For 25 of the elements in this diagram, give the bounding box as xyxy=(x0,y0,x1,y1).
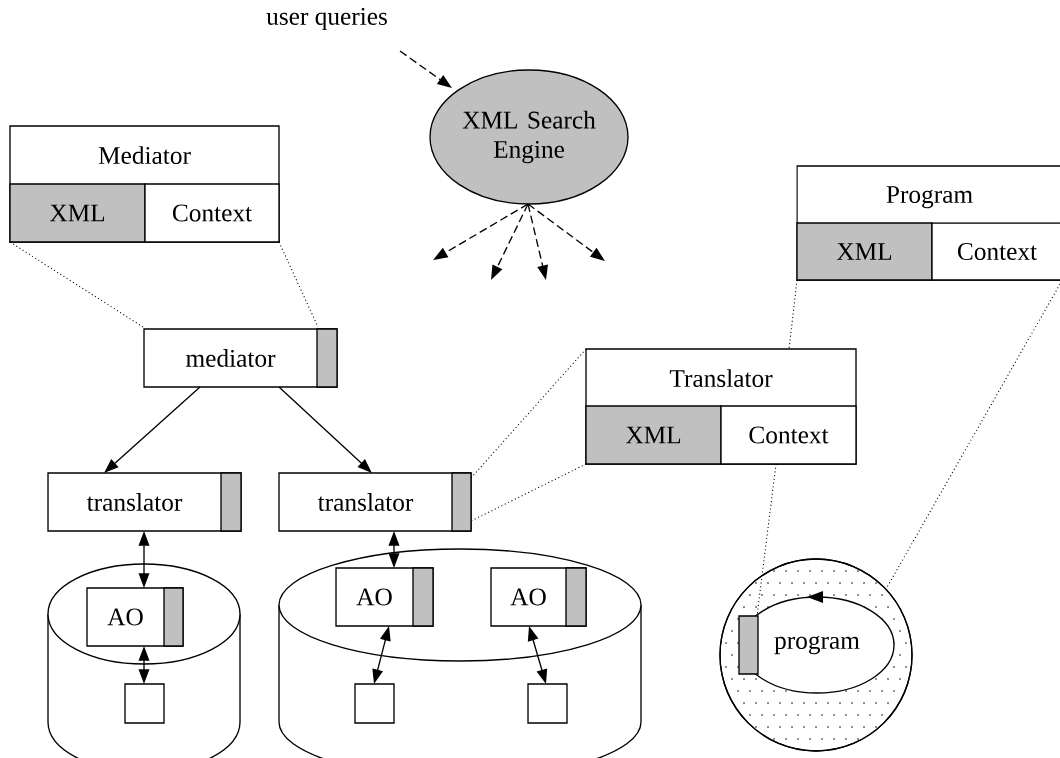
data-square xyxy=(527,683,568,724)
arrow xyxy=(104,386,201,473)
leader-line xyxy=(885,283,1060,590)
card-cell: Context xyxy=(144,183,280,243)
text-label: user queries xyxy=(266,7,387,31)
dashed-arrow xyxy=(399,50,452,88)
card-cell: XML xyxy=(585,405,722,465)
program-oval: program xyxy=(738,591,895,694)
component-box: AO xyxy=(335,567,434,627)
component-box: AO xyxy=(490,567,587,627)
data-square xyxy=(124,683,165,724)
card-cell: XML xyxy=(9,183,146,243)
leader-line xyxy=(9,241,144,328)
component-box: mediator xyxy=(143,328,338,388)
component-box: translator xyxy=(278,472,472,532)
dashed-arrow xyxy=(527,203,605,261)
leader-line xyxy=(470,348,587,479)
component-box: AO xyxy=(86,587,184,647)
card-cell: Context xyxy=(720,405,857,465)
arrow xyxy=(278,386,372,473)
card-cell: XML xyxy=(796,222,933,281)
card-cell: Context xyxy=(931,222,1060,281)
data-square xyxy=(354,683,395,724)
component-box: translator xyxy=(47,472,242,532)
leader-line xyxy=(756,463,777,617)
